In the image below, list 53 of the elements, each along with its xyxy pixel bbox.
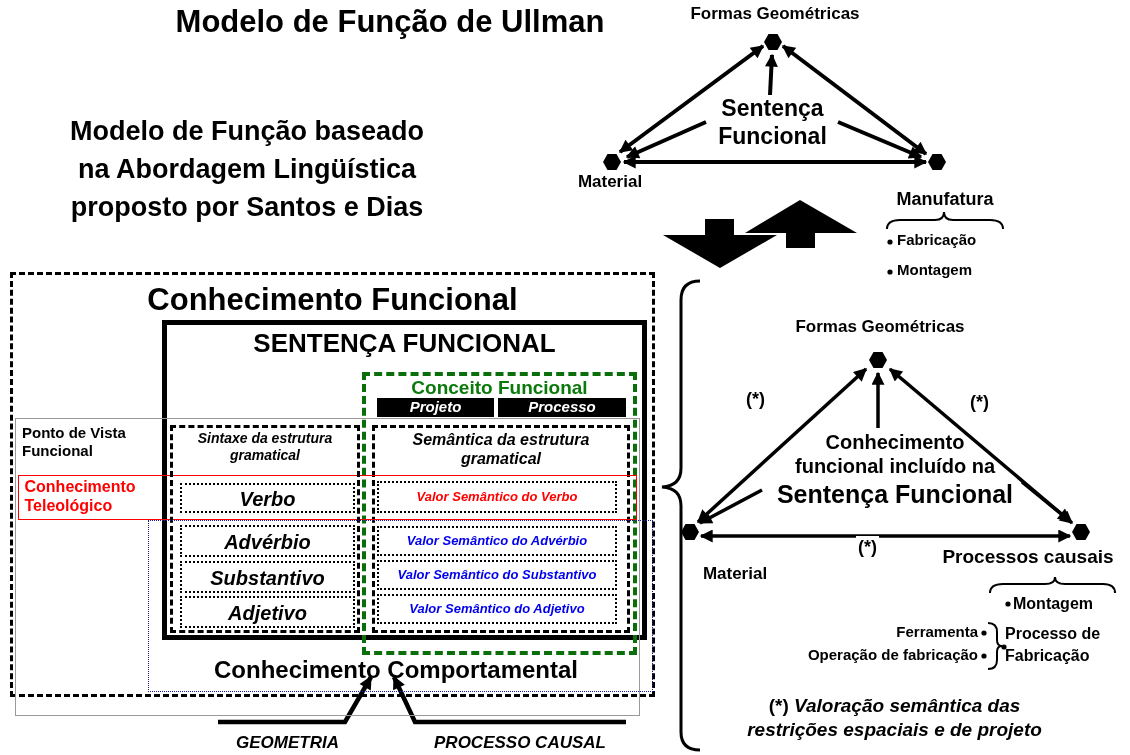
footnote-text: (*) Valoração semântica das restrições espaciais e de projeto xyxy=(746,694,1043,742)
term-box: Advérbio xyxy=(180,525,355,557)
node-label: Material xyxy=(576,172,644,193)
diagram-title: Modelo de Função de Ullman xyxy=(174,3,606,41)
node-label: Conhecimento funcional incluído na xyxy=(794,430,997,478)
arrow xyxy=(781,44,928,156)
list-item: Processo de Fabricação xyxy=(1005,624,1102,666)
frame-title: Conhecimento Teleológico xyxy=(24,476,137,515)
heading-text: Modelo de Função baseado na Abordagem Lingüística proposto por Santos e Dias xyxy=(68,115,425,224)
arrow xyxy=(888,367,1074,525)
arrow xyxy=(696,367,868,524)
node-label: Formas Geométricas xyxy=(794,317,966,338)
arrow xyxy=(622,155,928,169)
arrow xyxy=(698,488,763,525)
node-label: Sentença Funcional xyxy=(700,95,845,157)
arrow xyxy=(1020,480,1072,523)
frame-title: Ponto de Vista Funcional xyxy=(22,424,127,460)
value-box: Valor Semântico do Adjetivo xyxy=(377,594,617,624)
term-box: Substantivo xyxy=(180,561,355,593)
list-item: Operação de fabricação xyxy=(806,646,978,665)
frame-title: Sintaxe da estrutura gramatical xyxy=(196,430,334,464)
list-item: Montagem xyxy=(897,261,973,280)
arrow xyxy=(618,44,765,154)
frame-title: Conhecimento Comportamental xyxy=(213,656,579,685)
header-tab: Processo xyxy=(498,398,626,417)
node-label: Sentença Funcional xyxy=(775,479,1015,509)
arrow xyxy=(391,675,626,725)
frame-title: Conceito Funcional xyxy=(410,377,589,400)
value-box: Valor Semântico do Substantivo xyxy=(377,560,617,590)
value-box: Valor Semântico do Advérbio xyxy=(377,526,617,556)
arrow xyxy=(764,53,778,96)
frame-title: Semântica da estrutura gramatical xyxy=(411,430,591,469)
list-item: Ferramenta xyxy=(895,623,978,642)
arrow xyxy=(871,371,885,428)
arrow xyxy=(625,120,707,159)
node-label: PROCESSO CAUSAL xyxy=(410,722,630,754)
frame-title: SENTENÇA FUNCIONAL xyxy=(252,328,557,360)
edge-label: (*) xyxy=(856,536,879,559)
list-item: Montagem xyxy=(1013,594,1094,614)
value-box: Valor Semântico do Verbo xyxy=(377,481,617,513)
list-item: Fabricação xyxy=(897,231,978,250)
frame-title: Conhecimento Funcional xyxy=(146,281,519,319)
node-label: Formas Geométricas xyxy=(689,4,861,25)
node-label: Material xyxy=(701,564,769,585)
node-label: Manufatura xyxy=(895,189,995,211)
term-box: Adjetivo xyxy=(180,596,355,628)
term-box: Verbo xyxy=(180,483,355,513)
arrow xyxy=(218,675,373,725)
arrow xyxy=(699,529,1072,543)
header-tab: Projeto xyxy=(377,398,494,417)
node-label: Processos causais xyxy=(941,546,1115,569)
arrow xyxy=(837,120,923,159)
node-label: GEOMETRIA xyxy=(215,722,360,754)
